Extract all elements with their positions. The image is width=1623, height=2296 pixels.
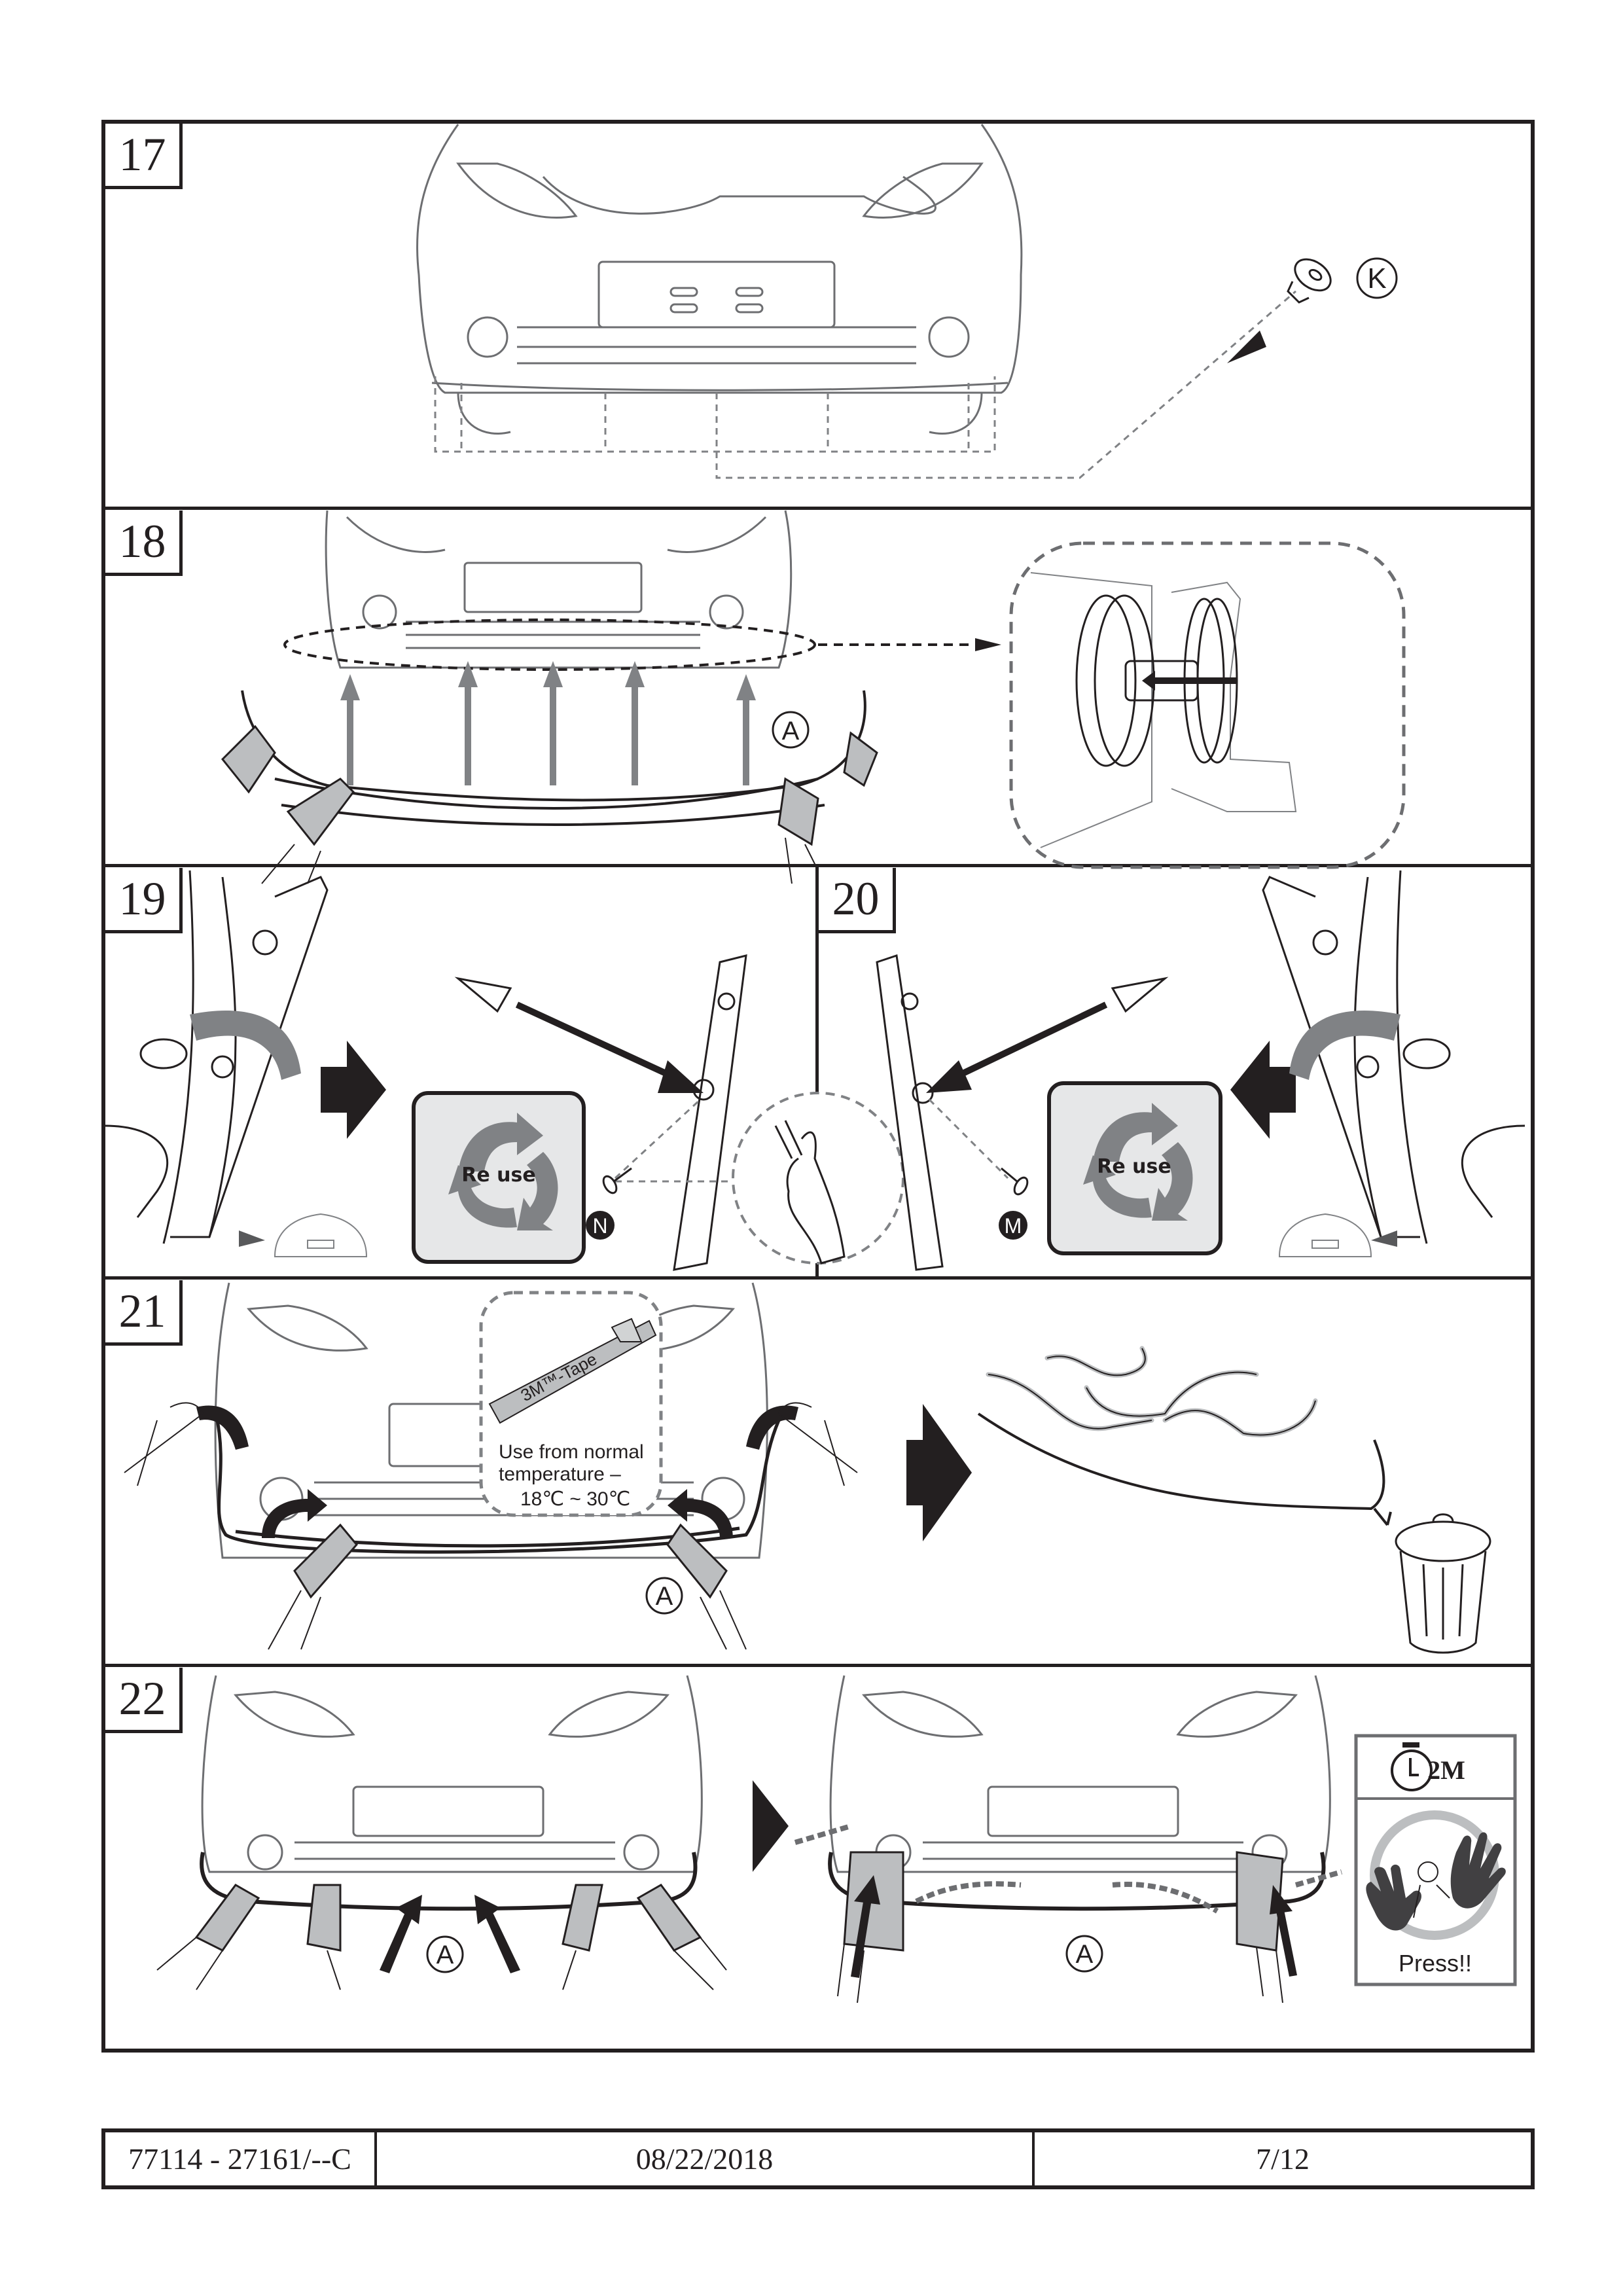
label-k	[1356, 257, 1398, 299]
lift-arrows	[340, 661, 756, 785]
car-front-22-right	[829, 1675, 1331, 1873]
bumper-lip-22-left	[200, 1852, 698, 1911]
hand-detail-circle	[732, 1092, 904, 1265]
divider-21-22	[101, 1664, 1535, 1667]
next-arrow-22	[753, 1780, 789, 1872]
next-arrow-19	[321, 1041, 386, 1139]
install-arrow-20	[940, 1001, 1108, 1086]
view-pointer-20	[1371, 1230, 1397, 1247]
step-number-22: 22	[105, 1668, 183, 1733]
timer-label: 2M	[1427, 1755, 1465, 1785]
bumper-lip-a	[241, 690, 866, 826]
arrow-to-clip-17	[1227, 331, 1266, 363]
hand-holding-screwdriver-icon	[774, 1120, 846, 1265]
clip-positions-17	[434, 290, 1296, 479]
step-number-20: 20	[819, 868, 896, 933]
hands-21	[293, 1523, 728, 1599]
label-a-18	[772, 711, 810, 749]
trim-strip-19	[673, 954, 747, 1271]
step-number-18: 18	[105, 511, 183, 576]
tape-note-line2: temperature –	[499, 1463, 621, 1485]
label-a-22-right	[1065, 1935, 1103, 1973]
press-sign	[1354, 1734, 1517, 1986]
label-a-21	[645, 1577, 683, 1615]
press-arrows-22-left	[380, 1895, 520, 1973]
page-number: 7/12	[1256, 2142, 1310, 2176]
view-pointer-19	[239, 1230, 265, 1247]
fold-arrow-20	[1289, 1011, 1400, 1080]
peel-arrow-left-2	[262, 1489, 327, 1538]
document-footer: 77114 - 27161/--C 08/22/2018 7/12	[101, 2128, 1535, 2189]
push-pin-icon-19	[454, 977, 512, 1013]
next-arrow-21	[906, 1404, 972, 1541]
clip-line-highlight	[283, 619, 816, 671]
press-label: Press!!	[1399, 1950, 1472, 1977]
tape-note-line3: 18℃ ~ 30℃	[520, 1488, 630, 1510]
revision-date: 08/22/2018	[377, 2132, 1035, 2185]
label-n-badge	[586, 1211, 615, 1240]
divider-19-20	[815, 866, 819, 1278]
step-number-19: 19	[105, 868, 183, 933]
clip-k-icon	[1287, 258, 1332, 304]
trim-strip-20	[876, 954, 944, 1271]
car-thumbnail-19	[274, 1213, 368, 1257]
divider-18-19	[101, 864, 1535, 867]
tape-strip-icon	[488, 1318, 657, 1424]
install-arrow-19	[515, 1001, 689, 1086]
fender-flap-19	[104, 870, 329, 1244]
car-front-18	[325, 510, 793, 669]
label-a-18-text: A	[782, 717, 800, 745]
tape-note-line1: Use from normal	[499, 1441, 644, 1463]
press-arrows-22-right	[851, 1875, 1297, 1978]
reuse-badge-20	[1047, 1081, 1222, 1255]
instructions-frame	[101, 120, 1535, 2053]
step-number-21: 21	[105, 1280, 183, 1346]
hands-22-right	[843, 1851, 1284, 1952]
insert-arrow-shaft	[1155, 677, 1237, 684]
label-a-22-left-text: A	[437, 1941, 454, 1969]
reuse-label-19: Re use	[461, 1164, 535, 1187]
car-front-22-left	[201, 1675, 703, 1873]
label-a-22-left	[426, 1935, 464, 1973]
push-pin-icon-20	[1111, 977, 1169, 1013]
peel-arrow-right-2	[668, 1489, 733, 1538]
hands-press-icon	[1366, 1832, 1506, 1931]
screw-m-icon	[1001, 1167, 1029, 1196]
slide-press-arrows	[794, 1823, 1343, 1914]
car-thumbnail-20	[1278, 1213, 1372, 1257]
car-front-17	[416, 124, 1023, 435]
fold-arrow-19	[190, 1011, 301, 1080]
label-n-text: N	[592, 1214, 607, 1238]
reuse-badge-19	[412, 1091, 586, 1264]
peel-arrow-left-1	[196, 1405, 249, 1450]
stopwatch-icon	[1391, 1749, 1433, 1791]
screw-n-icon	[602, 1167, 632, 1194]
label-a-22-right-text: A	[1076, 1940, 1094, 1969]
label-a-21-text: A	[656, 1582, 673, 1611]
reuse-label-20: Re use	[1097, 1155, 1171, 1178]
clip-detail-callout	[1009, 541, 1406, 869]
step-number-17: 17	[105, 124, 183, 189]
part-number: 77114 - 27161/--C	[105, 2132, 377, 2185]
next-arrow-20	[1230, 1041, 1296, 1139]
discard-arrow	[977, 1412, 1385, 1511]
divider-17-18	[101, 507, 1535, 510]
peel-arrow-right-1	[746, 1405, 798, 1450]
label-m-badge	[999, 1211, 1027, 1240]
hands-22-left	[194, 1884, 702, 1952]
gloved-hands-18	[221, 725, 878, 846]
label-m-text: M	[1005, 1214, 1022, 1238]
label-k-text: K	[1367, 262, 1386, 295]
trash-can-icon	[1395, 1513, 1491, 1654]
